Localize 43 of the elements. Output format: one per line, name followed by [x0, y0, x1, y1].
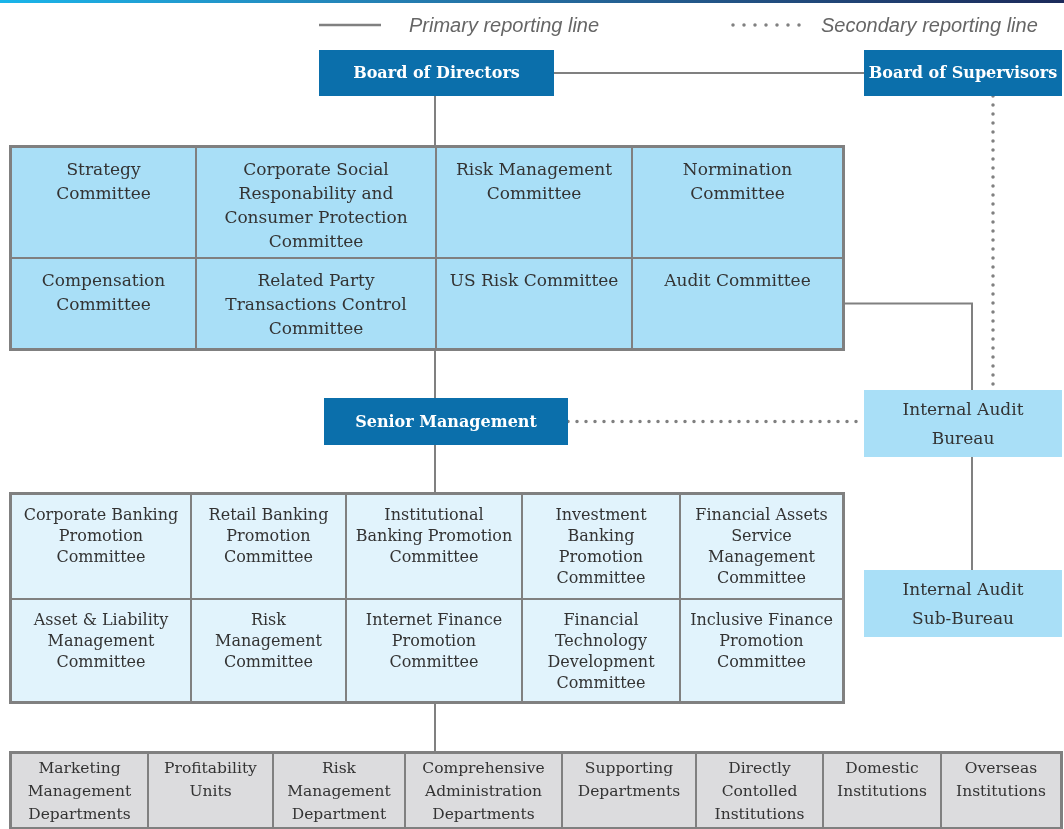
committee-cell: Risk Management Committee	[435, 146, 633, 259]
reporting-line	[434, 444, 436, 494]
committee-cell: Financial Technology Development Committee	[521, 598, 681, 703]
department-cell: Overseas Institutions	[940, 752, 1062, 829]
legend-label: Secondary reporting line	[821, 13, 1038, 38]
department-cell: Comprehensive Administration Departments	[404, 752, 563, 829]
reporting-line	[434, 702, 436, 753]
committee-cell: Internet Finance Promotion Committee	[345, 598, 523, 703]
department-cell: Profitability Units	[147, 752, 274, 829]
committee-table	[10, 752, 1062, 829]
legend-label: Primary reporting line	[409, 13, 600, 38]
committee-cell: Asset & Liability Management Committee	[10, 598, 192, 703]
org-box: Internal Audit Bureau	[864, 390, 1062, 457]
committee-cell: Audit Committee	[631, 257, 844, 350]
committee-cell: Related Party Transactions Control Committee	[195, 257, 437, 350]
reporting-line	[843, 302, 973, 391]
committee-cell: Normination Committee	[631, 146, 844, 259]
reporting-line	[553, 72, 865, 74]
org-box: Board of Supervisors	[864, 50, 1062, 96]
committee-cell: Retail Banking Promotion Committee	[190, 493, 347, 600]
committee-table	[10, 146, 844, 350]
department-cell: Supporting Departments	[561, 752, 697, 829]
committee-cell: Risk Management Committee	[190, 598, 347, 703]
committee-cell: Financial Assets Service Management Committee	[679, 493, 844, 600]
org-box: Internal Audit Sub-Bureau	[864, 570, 1062, 637]
committee-cell: Inclusive Finance Promotion Committee	[679, 598, 844, 703]
committee-cell: Compensation Committee	[10, 257, 197, 350]
committee-cell: Corporate Banking Promotion Committee	[10, 493, 192, 600]
committee-table	[10, 493, 844, 703]
committee-cell: Investment Banking Promotion Committee	[521, 493, 681, 600]
committee-cell: Institutional Banking Promotion Committee	[345, 493, 523, 600]
reporting-line	[434, 349, 436, 399]
reporting-line	[971, 456, 973, 571]
department-cell: Risk Management Department	[272, 752, 406, 829]
department-cell: Marketing Management Departments	[10, 752, 149, 829]
department-cell: Domestic Institutions	[822, 752, 942, 829]
committee-cell: Strategy Committee	[10, 146, 197, 259]
reporting-line	[434, 95, 436, 147]
committee-cell: Corporate Social Responability and Consumer Protection Committee	[195, 146, 437, 259]
department-cell: Directly Contolled Institutions	[695, 752, 824, 829]
org-box: Senior Management	[324, 398, 568, 445]
committee-cell: US Risk Committee	[435, 257, 633, 350]
org-box: Board of Directors	[319, 50, 554, 96]
